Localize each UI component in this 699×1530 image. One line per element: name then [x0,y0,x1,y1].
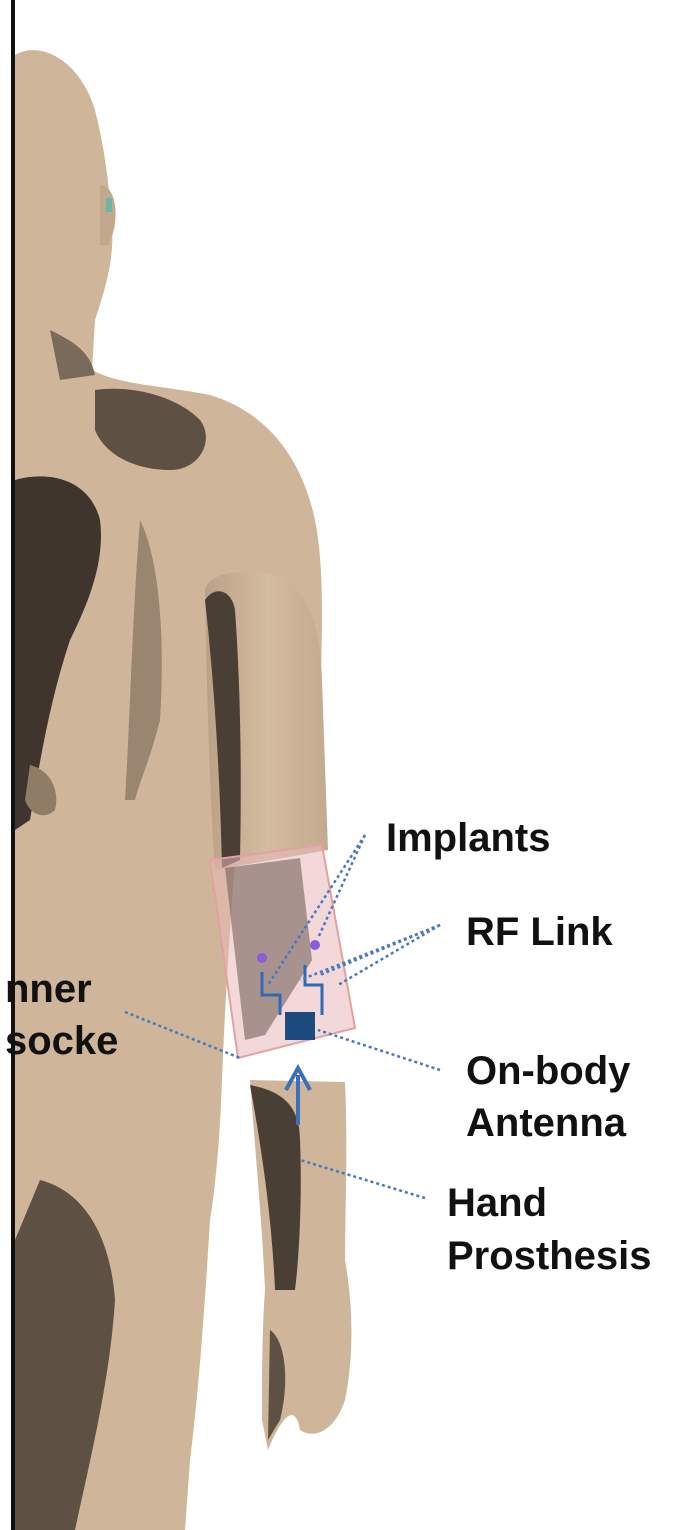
prosthesis-shadow [250,1085,301,1290]
head [15,50,112,370]
label-implants: Implants [386,815,550,862]
label-hand-prosthesis-line2: Prosthesis [447,1233,652,1280]
label-hand-prosthesis-line1: Hand [447,1180,547,1227]
ear [100,185,116,245]
label-on-body-antenna-line2: Antenna [466,1100,626,1147]
label-inner-socket-line1: nner [5,966,92,1013]
left-border [11,0,15,1530]
label-inner-socket-line2: socke [5,1018,118,1065]
label-rf-link: RF Link [466,909,613,956]
implant-dot-left [257,953,267,963]
implant-dot-right [310,940,320,950]
on-body-antenna [285,1012,315,1040]
ear-mark [106,198,112,212]
label-on-body-antenna-line1: On-body [466,1048,630,1095]
